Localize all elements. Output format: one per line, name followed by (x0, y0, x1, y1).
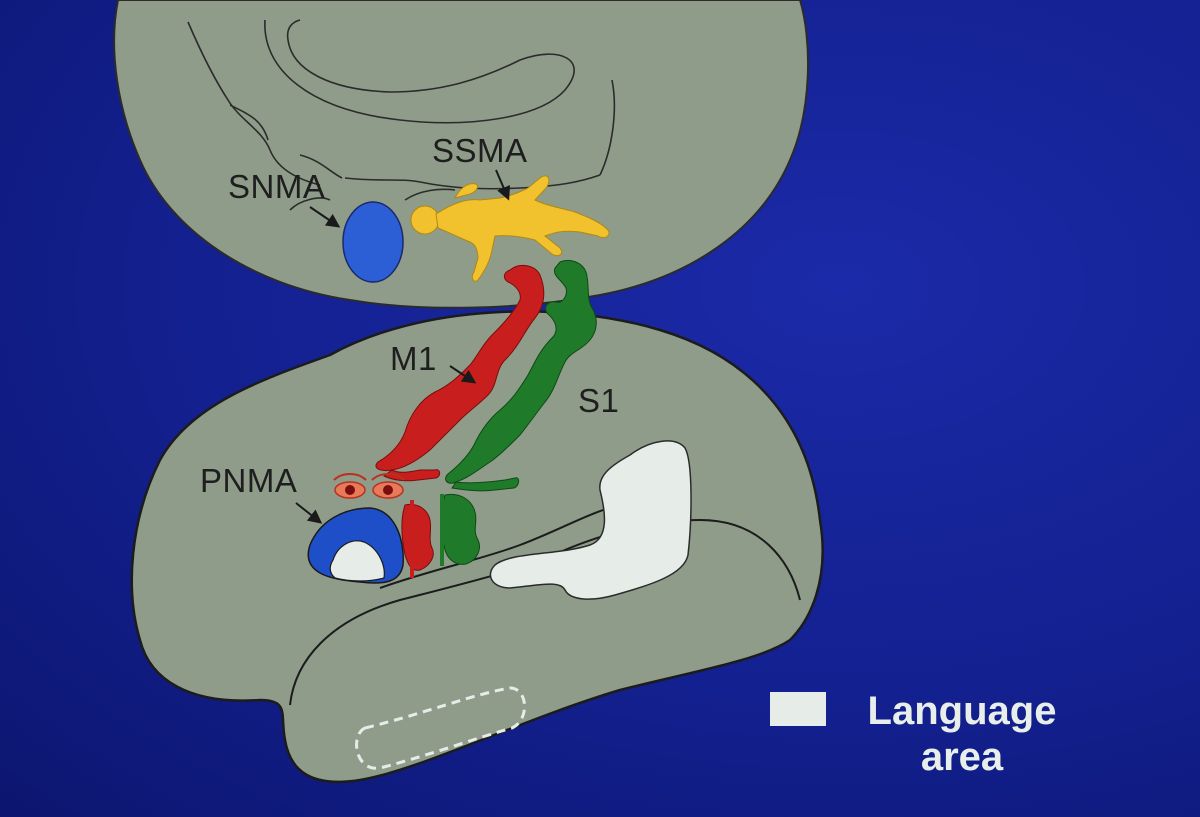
legend-label: Language area (842, 688, 1082, 780)
ssma-homunculus (410, 175, 610, 282)
legend-label-line1: Language (867, 689, 1057, 733)
sylvian-fissure (379, 504, 621, 589)
m1-label: M1 (390, 340, 437, 377)
m1-homunculus (375, 264, 545, 482)
s1-face-divider (440, 494, 444, 566)
m1-face-divider (410, 500, 414, 578)
legend-swatch (770, 692, 826, 726)
medial-sulci (187, 19, 616, 211)
snma-arrow (309, 206, 341, 228)
snma-label: SNMA (228, 168, 326, 205)
snma-area (342, 201, 404, 283)
m1-face (401, 503, 434, 571)
pnma-label: PNMA (200, 462, 298, 499)
ssma-label: SSMA (432, 132, 528, 169)
language-area-temporal-dashed (355, 686, 526, 770)
s1-label: S1 (578, 382, 620, 419)
m1-arrow (449, 365, 477, 384)
language-area-wernicke (489, 440, 692, 600)
eyes-icon (333, 473, 405, 499)
pnma-arrow (295, 502, 323, 524)
pnma-language-core (329, 540, 385, 582)
s1-homunculus (445, 259, 597, 492)
legend-label-line2: area (920, 735, 1004, 779)
ssma-arrow (495, 169, 511, 201)
